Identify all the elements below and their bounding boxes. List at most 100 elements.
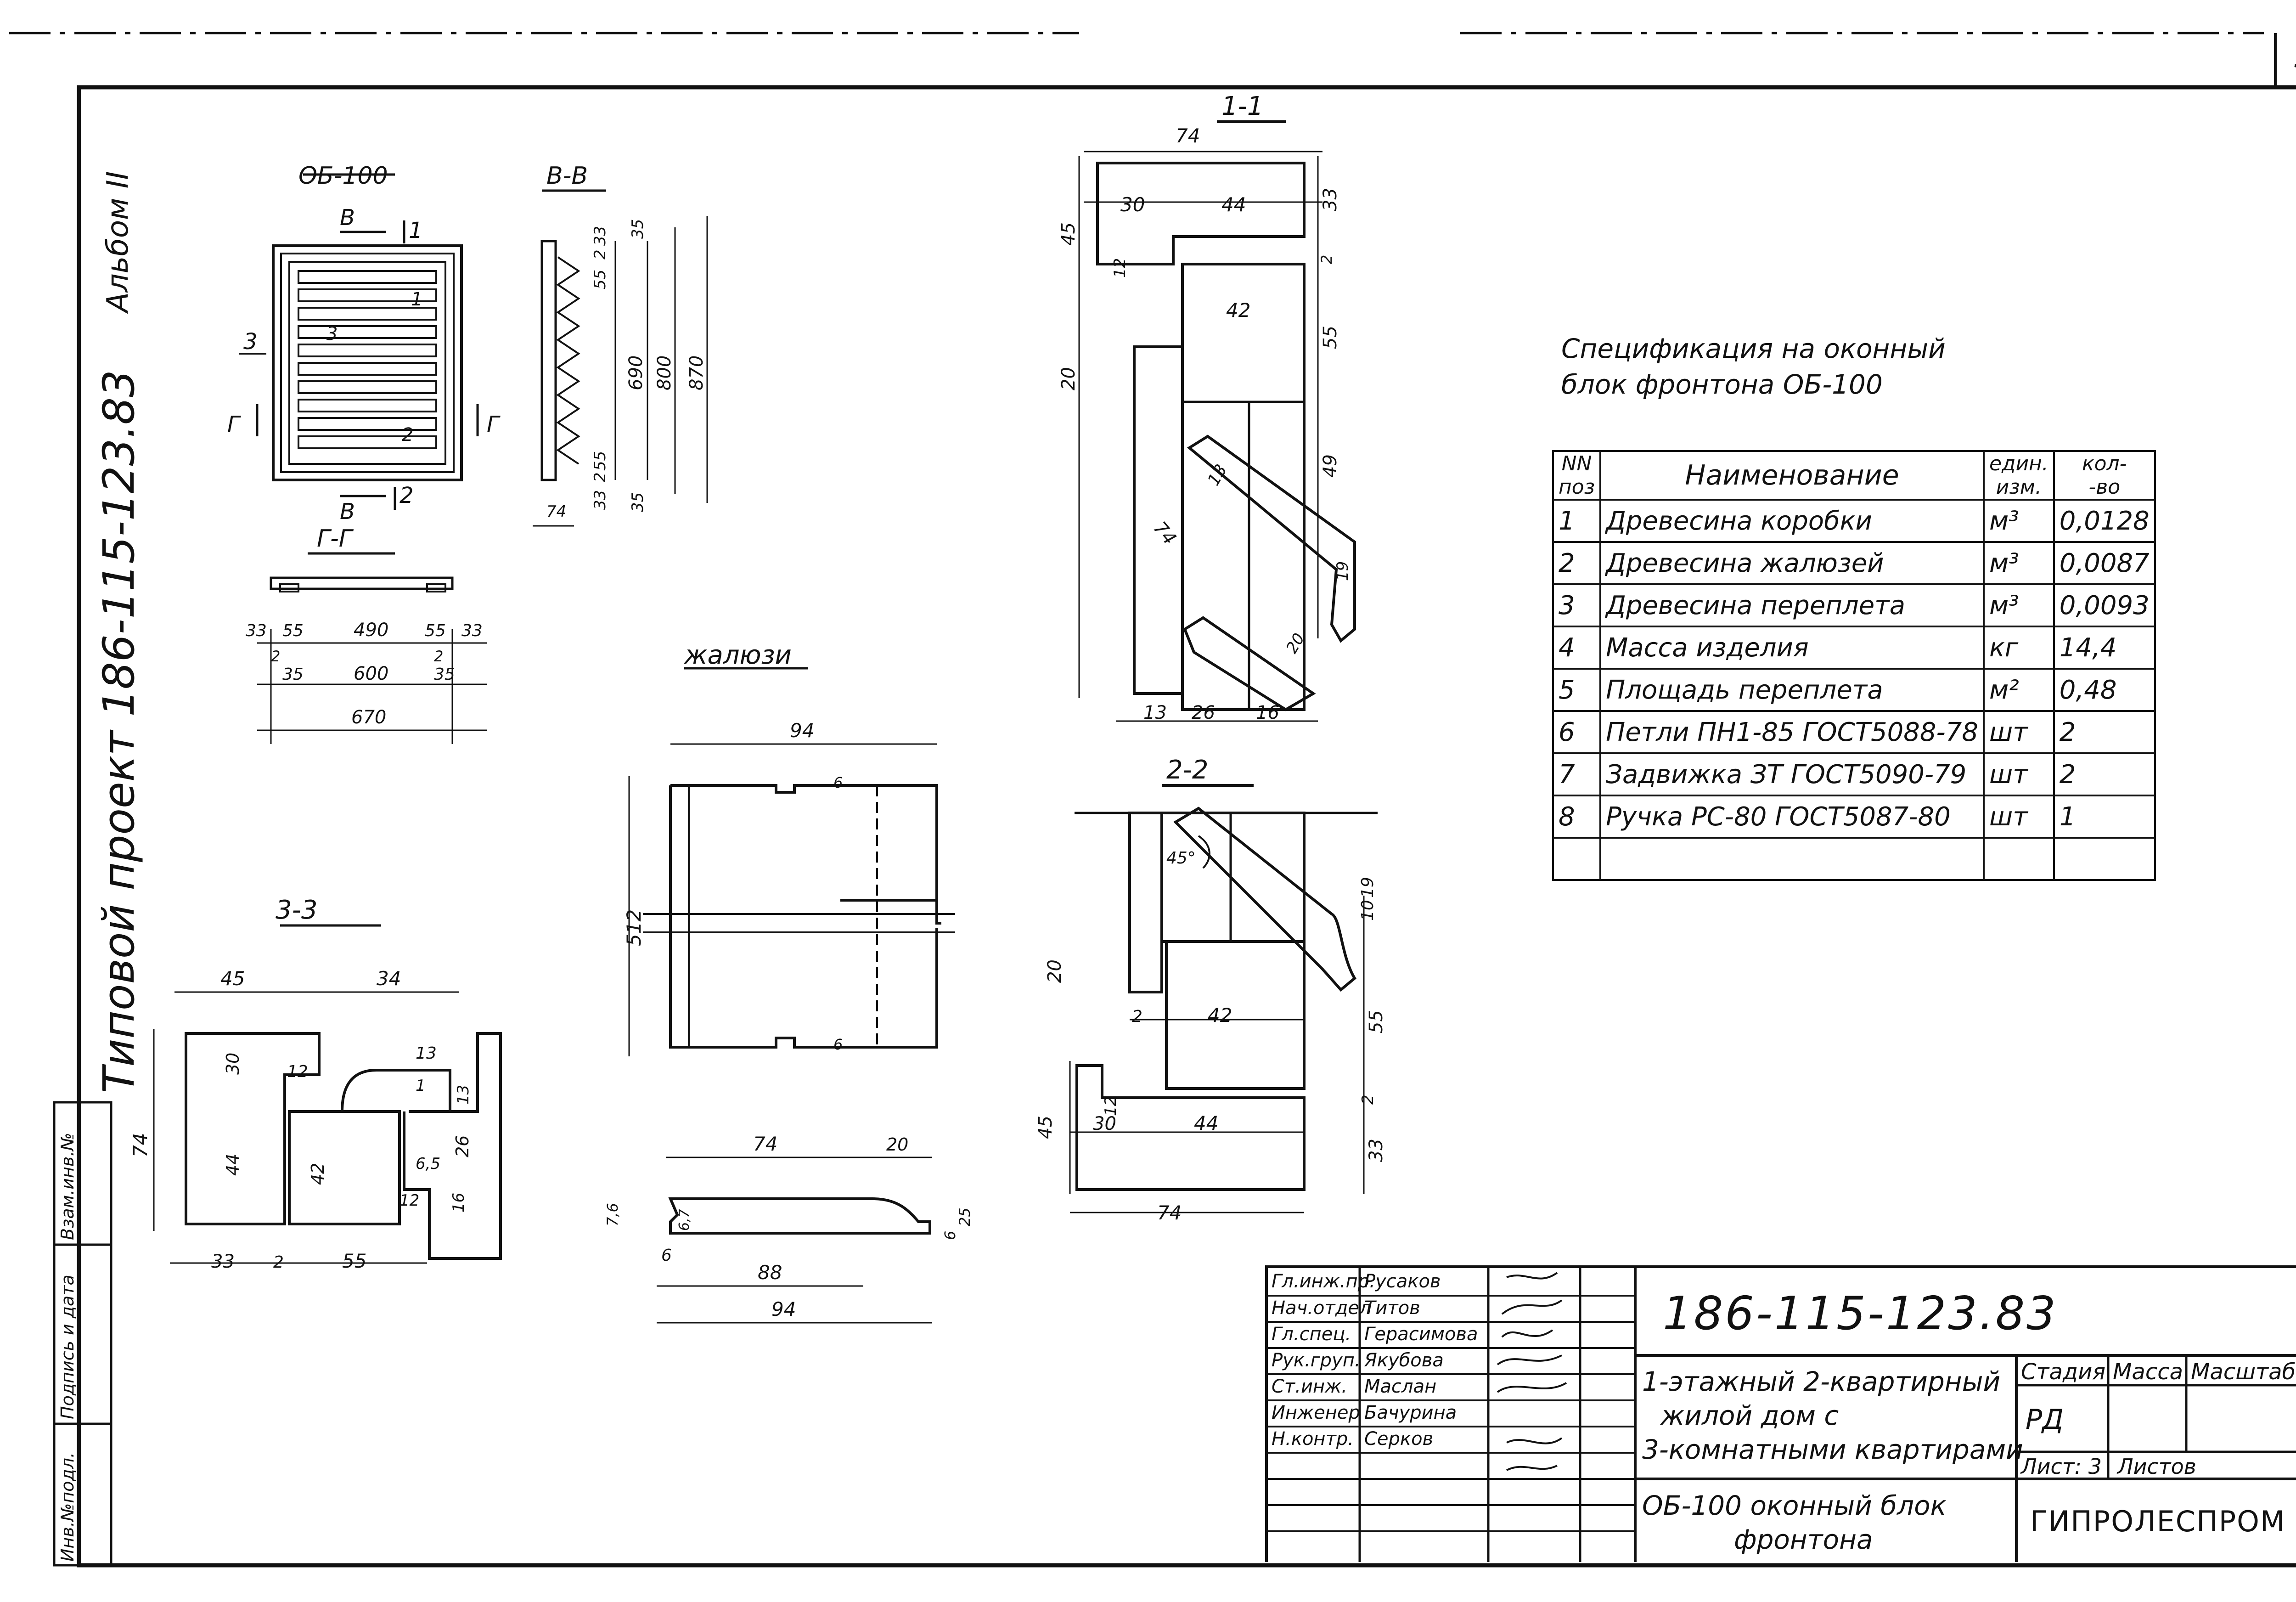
view-ob100: ОБ-100 В 1 3 3 Г Г 2 В 2 1 [227,162,501,525]
zhalyuzi-dim: 6 [661,1246,672,1265]
s11-dim: 2 [1318,255,1335,264]
ob100-marker: 3 [243,329,258,355]
s11-dim: 49 [1320,454,1341,478]
vv-dim: 800 [654,355,675,390]
table-row [1552,837,2156,881]
view-22: 2-2 45° 10 19 20 2 42 55 45 12 30 44 2 3… [1035,755,1387,1224]
s11-dim: 13 [1204,461,1231,489]
zhalyuzi-dim: 94 [771,1298,796,1320]
zhalyuzi-dim: 25 [956,1207,974,1226]
s33-dim: 16 [450,1193,468,1213]
gg-dim: 33 [461,621,483,640]
drawing-frame [77,85,2296,1568]
side-stamp-label: Подпись и дата [57,1275,78,1419]
s11-dim: 19 [1334,561,1352,581]
s22-dim: 19 [1358,877,1377,898]
s33-dim: 30 [223,1053,243,1075]
sheet-label: Лист: 3 [2021,1454,2102,1479]
view-11: 1-1 74 45 30 44 33 12 2 42 55 20 49 13 7… [1058,91,1356,723]
staff-name: Русаков [1364,1271,1441,1292]
gg-dim: 2 [434,648,443,665]
staff-role: Рук.груп. [1272,1350,1361,1371]
ob100-marker: В [340,499,355,525]
s33-title: 3-3 [276,895,317,925]
vv-dim: 33 [591,226,609,246]
s11-dim: 55 [1320,326,1341,349]
staff-role: Н.контр. [1272,1428,1354,1450]
title-block-grid [1268,1268,2296,1562]
spec-title-line: Спецификация на оконный [1561,333,1946,364]
gg-dim: 55 [282,621,304,640]
s33-dim: 42 [308,1163,328,1185]
ob100-marker: 1 [411,289,422,310]
s11-dim: 33 [1320,188,1341,211]
s33-dim: 6,5 [416,1155,440,1173]
staff-role: Гл.инж.пр. [1272,1271,1375,1292]
s33-dim: 13 [416,1044,437,1063]
zhalyuzi-dim: 88 [758,1261,782,1284]
staff-role: Гл.спец. [1272,1324,1351,1345]
ob100-marker: В [340,205,355,231]
s33-dim: 12 [400,1191,419,1210]
s11-dim: 74 [1149,518,1180,549]
s33-dim: 12 [287,1062,308,1081]
mass-label: Масса [2113,1359,2183,1385]
s22-dim: 45 [1035,1116,1056,1139]
building-desc: 1-этажный 2-квартирный жилой дом с 3-ком… [1642,1366,2023,1465]
spec-title: Спецификация на оконный блок фронтона ОБ… [1561,331,1946,402]
side-stamp-label: Инв.№подл. [57,1452,78,1562]
stage-label: Стадия [2021,1359,2106,1385]
s11-dim: 30 [1120,193,1145,216]
title-block: Гл.инж.пр. Русаков Нач.отдел Титов Гл.сп… [1265,1265,2296,1562]
project-side-label: Типовой проект 186-115-123.83 [94,370,144,1093]
zhalyuzi-dim: 6 [941,1231,959,1240]
zhalyuzi-title: жалюзи [683,640,792,670]
vv-dim: 35 [629,219,647,239]
zhalyuzi-dim: 512 [623,909,645,946]
ob100-marker: 2 [402,424,413,446]
s11-title: 1-1 [1221,91,1263,121]
staff-role: Нач.отдел [1272,1297,1371,1319]
ob100-marker: Г [227,412,241,437]
s11-dim: 45 [1058,222,1079,246]
ob100-marker: 1 [409,218,423,243]
staff-name: Герасимова [1364,1324,1478,1345]
gg-dim: 33 [246,621,267,640]
s22-title: 2-2 [1166,755,1208,785]
gg-dim: 670 [351,707,386,728]
ob100-marker: 2 [400,483,414,508]
s33-dim: 74 [129,1133,152,1157]
s33-dim: 33 [211,1251,235,1272]
s33-dim: 1 [416,1077,426,1095]
album-label: Альбом II [101,171,135,312]
view-gg: Г-Г 33 55 490 55 33 2 35 600 2 35 670 [246,525,487,744]
org-name: ГИПРОЛЕСПРОМ [2030,1505,2286,1538]
zhalyuzi-dim: 6,7 [676,1209,692,1231]
s22-dim: 55 [1366,1010,1387,1033]
view-vv: В-В 55 2 33 35 690 800 870 33 2 55 35 74 [533,162,708,527]
staff-name: Серков [1364,1428,1434,1450]
stage-value: РД [2026,1404,2064,1436]
s22-dim: 45° [1166,849,1196,868]
s33-dim: 55 [342,1250,366,1272]
s33-dim: 26 [452,1135,473,1157]
ob100-marker: Г [487,412,501,437]
vv-title: В-В [546,162,588,190]
staff-name: Титов [1364,1297,1420,1319]
staff-name: Маслан [1364,1376,1437,1397]
vv-dim: 35 [629,492,647,512]
gg-dim: 35 [282,665,304,684]
spec-header-name: Наименование [1599,450,1985,501]
s22-dim: 12 [1102,1096,1120,1116]
staff-name: Якубова [1364,1350,1444,1371]
vv-dim: 2 [591,472,609,482]
